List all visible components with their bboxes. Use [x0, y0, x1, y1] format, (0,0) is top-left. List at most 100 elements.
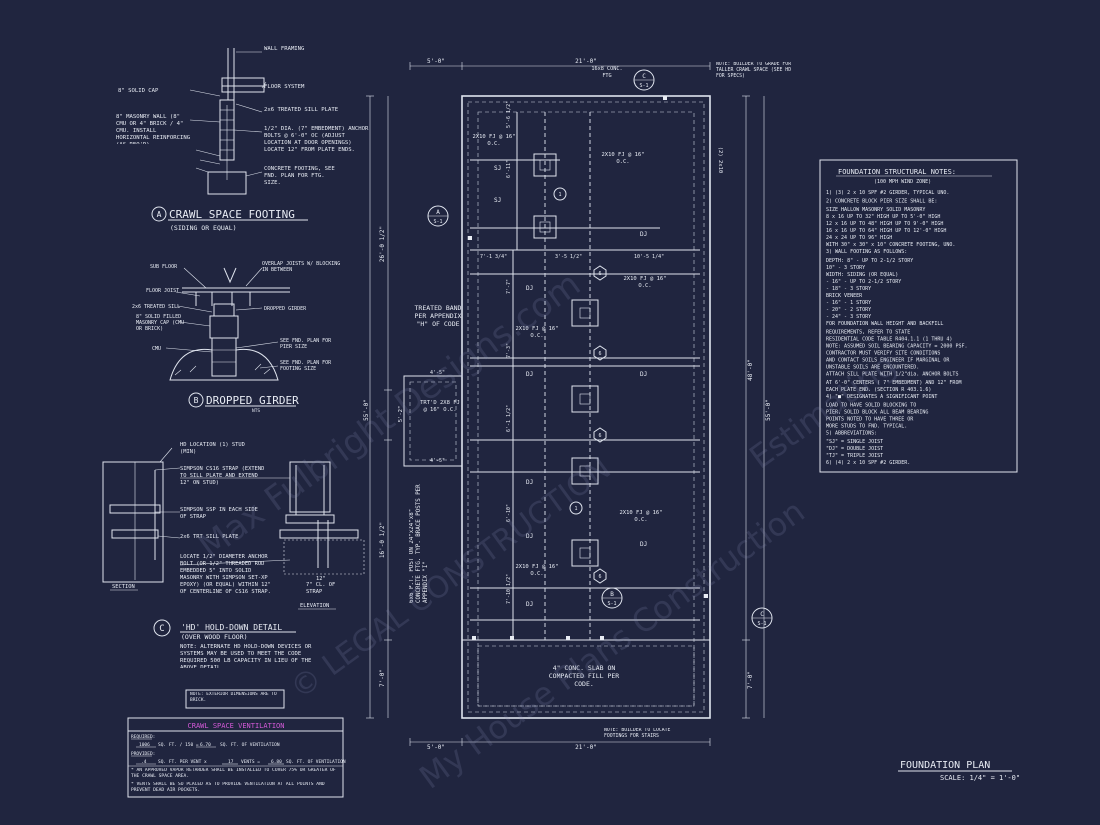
notes-title: FOUNDATION STRUCTURAL NOTES:	[838, 168, 956, 176]
dropped-girder-title: DROPPED GIRDER	[206, 394, 299, 407]
note-line: - 20" - 2 STORY	[826, 307, 871, 313]
hold-down-title: 'HD' HOLD-DOWN DETAIL	[181, 623, 282, 632]
crawl-footing-title: CRAWL SPACE FOOTING	[169, 208, 295, 221]
marker-c-top-sheet: S-1	[639, 83, 648, 89]
dim-right-total: 55'-0"	[765, 399, 772, 421]
vent-required-label: REQUIRED:	[131, 734, 155, 740]
dj-label-5: DJ	[526, 479, 533, 486]
note-line: PIER, SOLID BLOCK ALL BEAM BEARING	[826, 410, 928, 416]
note-line: POINTS NOTED TO HAVE THREE OR	[826, 417, 914, 423]
dim-4-5-b: 4'-5"	[430, 458, 445, 464]
dropped-girder-scale: NTS	[252, 408, 260, 414]
footing-note-solid-cap: 8" SOLID CAP	[118, 88, 159, 94]
detail-hold-down: HD LOCATION (1) STUD (MIN) SIMPSON CS16 …	[102, 442, 365, 668]
detail-dropped-girder: SUB FLOOR FLOOR JOIST 2x6 TREATED SILL 8…	[132, 261, 341, 414]
dim-left-bottom: 7'-0"	[379, 669, 386, 687]
hex-markers: 6 6 6 6 1 1	[553, 187, 607, 584]
note-line: FOR FOUNDATION WALL HEIGHT AND BACKFILL	[826, 321, 943, 327]
plan-scale: SCALE: 1/4" = 1'-0"	[940, 774, 1020, 782]
fj-label-1: 2X10 FJ @ 16" O.C.	[472, 134, 516, 147]
vent-prov-line1: SQ. FT. PER VENT x	[158, 759, 207, 765]
note-line: 1) (3) 2 x 10 SPF #2 GIRDER, TYPICAL UNO…	[826, 190, 949, 196]
dim-left-upper: 26'-0 1/2"	[379, 226, 386, 262]
plan-footing-label: 16x8 CONC. FTG	[591, 66, 623, 79]
plan-top-note: NOTE: BUILDER TO GRADE FOR TALLER CRAWL …	[716, 62, 792, 79]
marker-a-plan-sheet: S-1	[433, 219, 442, 225]
dim-6-1: 6'-1 1/2"	[506, 405, 512, 432]
hold-down-subtitle: (OVER WOOD FLOOR)	[181, 633, 248, 641]
note-line: - 18" - 3 STORY	[826, 286, 871, 292]
hd-note-anchor: LOCATE 1/2" DIAMETER ANCHOR BOLT (OR 1/2…	[180, 554, 271, 595]
circle-1-a: 1	[558, 192, 561, 198]
vent-req-line: SQ. FT. / 150 =	[158, 742, 199, 748]
note-line: - 16" - 1 STORY	[826, 300, 871, 306]
girder-note-overlap: OVERLAP JOISTS W/ BLOCKING IN BETWEEN	[262, 261, 341, 273]
plan-bottom-note: NOTE: BUILDER TO LOCATE FOOTINGS FOR STA…	[604, 728, 671, 739]
dim-top-right: 21'-0"	[575, 58, 597, 65]
note-line: MORE STUDS TO FND. TYPICAL.	[826, 424, 907, 430]
note-line: 12 x 16 UP TO 48" HIGH UP TO 9'-0" HIGH	[826, 221, 943, 227]
note-line: EACH PLATE END. (SECTION R 403.1.6)	[826, 387, 931, 393]
hd-elevation-label: ELEVATION	[300, 603, 329, 609]
dim-mid2: 3'-5 1/2"	[555, 254, 582, 260]
marker-b-plan: B	[610, 591, 614, 598]
dim-6-10: 6'-10"	[506, 504, 512, 522]
vent-provided-label: PROVIDED:	[131, 751, 155, 757]
girder-note-cmu: CMU	[152, 346, 161, 352]
footing-note-masonry-wall: 8" MASONRY WALL (8" CMU OR 4" BRICK / 4"…	[116, 114, 191, 144]
slab-note: 4" CONC. SLAB ON COMPACTED FILL PER CODE…	[548, 664, 620, 688]
point-loads	[468, 96, 708, 640]
note-line: AND CONTACT SOILS ENGINEER IF MARGINAL O…	[826, 357, 950, 363]
hd-note-strap: SIMPSON CS16 STRAP (EXTEND TO SILL PLATE…	[180, 466, 265, 486]
note-line: 8 x 16 UP TO 32" HIGH UP TO 5'-0" HIGH	[826, 214, 940, 220]
vent-bullet-1: * AN APPROVED VAPOR RETARDER SHALL BE IN…	[131, 768, 336, 779]
girder-leaders	[165, 267, 279, 369]
note-line: BRICK VENEER	[826, 293, 863, 299]
marker-c-right-sheet: S-1	[757, 621, 766, 627]
note-line: ATTACH SILL PLATE WITH 1/2"dia. ANCHOR B…	[826, 371, 958, 377]
hd-note-sill: 2x6 TRT SILL PLATE	[180, 534, 238, 540]
dim-6-11: 6'-11"	[506, 160, 512, 178]
watermark-3: My House Plans Construction	[412, 492, 811, 797]
dim-5-2: 5'-2"	[398, 406, 404, 423]
dim-7-7: 7'-7"	[506, 279, 512, 294]
dim-right-bottom: 7'-0"	[747, 671, 754, 689]
detail-crawl-space-footing: WALL FRAMING FLOOR SYSTEM 2x6 TREATED SI…	[116, 46, 368, 232]
footing-note-wall-framing: WALL FRAMING	[264, 46, 305, 52]
ventilation-title: CRAWL SPACE VENTILATION	[188, 722, 285, 730]
dim-left-total: 55'-0"	[363, 399, 370, 421]
vent-req-val1: 1006	[139, 742, 150, 748]
fj-label-3: 2X10 FJ @ 16" O.C.	[623, 276, 667, 289]
note-line: NOTE: ASSUMED SOIL BEARING CAPACITY = 20…	[826, 343, 967, 349]
dj-label-4: DJ	[640, 371, 647, 378]
vent-prov-val2: 17	[228, 759, 234, 765]
ext-dim-note: NOTE: EXTERIOR DIMENSIONS ARE TO BRICK.	[190, 692, 277, 703]
note-line: WIDTH: SIDING (OR EQUAL)	[826, 272, 898, 278]
detail-marker-b-label: B	[194, 396, 199, 405]
note-line: LOAD TO HAVE SOLID BLOCKING TO	[826, 403, 916, 409]
girder-note-masonry-cap: 8" SOLID FILLED MASONRY CAP (CMU OR BRIC…	[136, 314, 185, 332]
hd-note-cl-strap: 7" CL. OF STRAP	[306, 582, 336, 595]
note-line: - 16" - UP TO 2-1/2 STORY	[826, 279, 901, 285]
vent-req-unit: SQ. FT. OF VENTILATION	[220, 742, 280, 748]
girder-note-footing: SEE FND. PLAN FOR FOOTING SIZE	[280, 360, 332, 372]
marker-c-right: C	[760, 611, 764, 618]
plan-title: FOUNDATION PLAN	[900, 760, 990, 771]
dim-bot-right: 21'-0"	[575, 744, 597, 751]
note-line: DEPTH: 8" - UP TO 2-1/2 STORY	[826, 258, 913, 264]
dim-left-lower: 16'-0 1/2"	[379, 522, 386, 558]
girder-note-sill: 2x6 TREATED SILL	[132, 304, 180, 310]
hex-6-3: 6	[598, 433, 601, 439]
vent-req-val2: 6.70	[200, 742, 211, 748]
note-line: WITH 30" x 30" x 10" CONCRETE FOOTING, U…	[826, 242, 955, 248]
dj-label-7: DJ	[526, 601, 533, 608]
foundation-plan: 5'-0" 21'-0" 5'-0" 21'-0" 55'-0" 26'-0 1…	[363, 58, 1020, 782]
dj-label-2: DJ	[526, 285, 533, 292]
plan-girder-label: (2) 2x10	[717, 147, 723, 174]
note-line: 4) "■" DESIGNATES A SIGNIFICANT POINT	[826, 394, 937, 400]
marker-b-plan-sheet: S-1	[607, 601, 616, 607]
note-line: 10" - 3 STORY	[826, 265, 865, 271]
notes-subtitle: (100 MPH WIND ZONE)	[874, 179, 931, 185]
